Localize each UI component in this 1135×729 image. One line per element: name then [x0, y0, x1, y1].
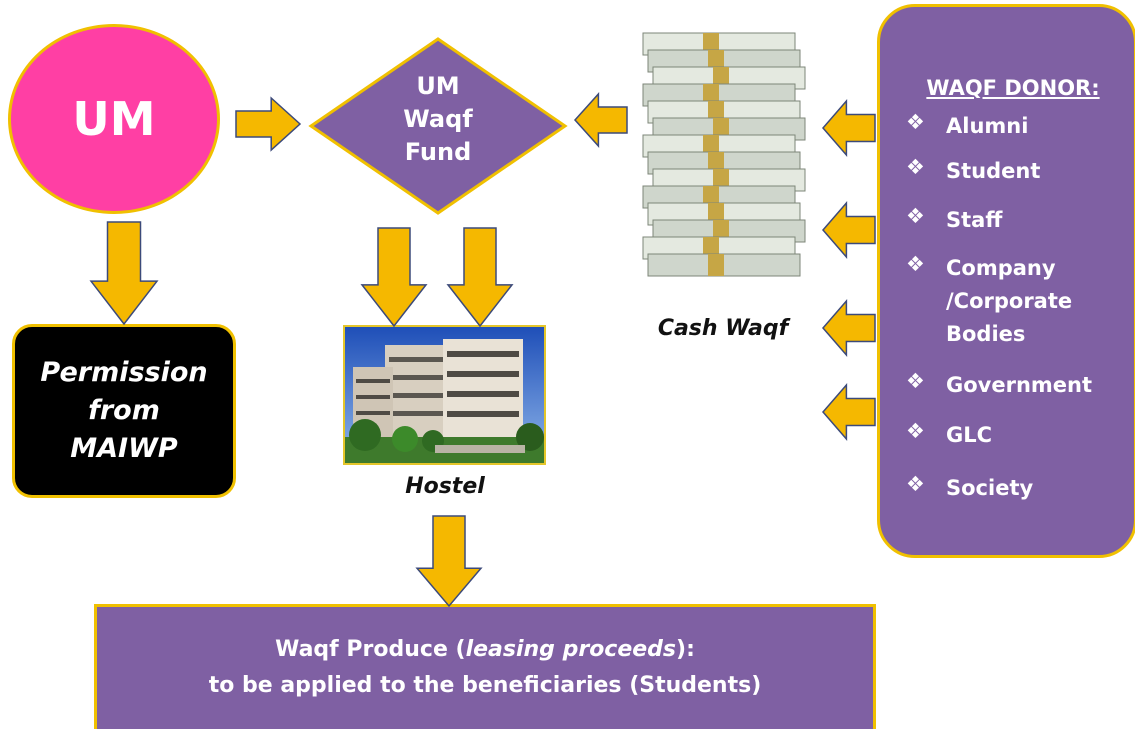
permission-node: Permission from MAIWP	[12, 324, 236, 498]
donor-item: ❖Company /Corporate Bodies	[906, 252, 1073, 346]
donor-item: ❖Alumni	[906, 110, 1029, 138]
waqf-fund-diamond	[308, 37, 568, 215]
donor-item: ❖Society	[906, 472, 1034, 500]
produce-line-2: to be applied to the beneficiaries (Stud…	[208, 673, 762, 698]
arrow-um-to-permission	[89, 221, 159, 326]
diamond-bullet-icon: ❖	[906, 252, 925, 276]
diamond-bullet-icon: ❖	[906, 155, 925, 179]
cash-stack-image	[642, 32, 806, 277]
permission-label: Permission from MAIWP	[40, 357, 208, 464]
donor-title: WAQF DONOR:	[926, 76, 1100, 100]
cash-waqf-label: Cash Waqf	[657, 316, 789, 341]
arrow-donor-4	[822, 382, 876, 442]
waqf-fund-label: UM Waqf Fund	[403, 72, 473, 166]
um-label: UM	[72, 92, 156, 146]
arrow-um-to-fund	[235, 96, 302, 152]
donor-item: ❖GLC	[906, 419, 993, 447]
diamond-bullet-icon: ❖	[906, 204, 925, 228]
donor-item: ❖Staff	[906, 204, 1003, 232]
donor-item: ❖Government	[906, 369, 1093, 397]
diamond-bullet-icon: ❖	[906, 369, 925, 393]
arrow-donor-2	[822, 200, 876, 260]
arrow-fund-to-hostel-left	[360, 227, 428, 328]
um-node: UM	[8, 24, 220, 214]
waqf-produce-box: Waqf Produce (leasing proceeds): to be a…	[94, 604, 876, 729]
arrow-donor-1	[822, 98, 876, 158]
produce-line-1: Waqf Produce (leasing proceeds):	[275, 637, 695, 662]
cash-band	[708, 254, 724, 276]
donor-item: ❖Student	[906, 155, 1041, 183]
diamond-bullet-icon: ❖	[906, 419, 925, 443]
arrow-donor-3	[822, 298, 876, 358]
arrow-hostel-to-produce	[415, 515, 483, 608]
arrow-cash-to-fund	[573, 92, 628, 148]
waqf-donor-panel	[877, 4, 1135, 558]
diamond-bullet-icon: ❖	[906, 110, 925, 134]
diamond-bullet-icon: ❖	[906, 472, 925, 496]
hostel-label: Hostel	[405, 474, 485, 499]
arrow-fund-to-hostel-right	[446, 227, 514, 328]
hostel-image	[343, 325, 546, 465]
